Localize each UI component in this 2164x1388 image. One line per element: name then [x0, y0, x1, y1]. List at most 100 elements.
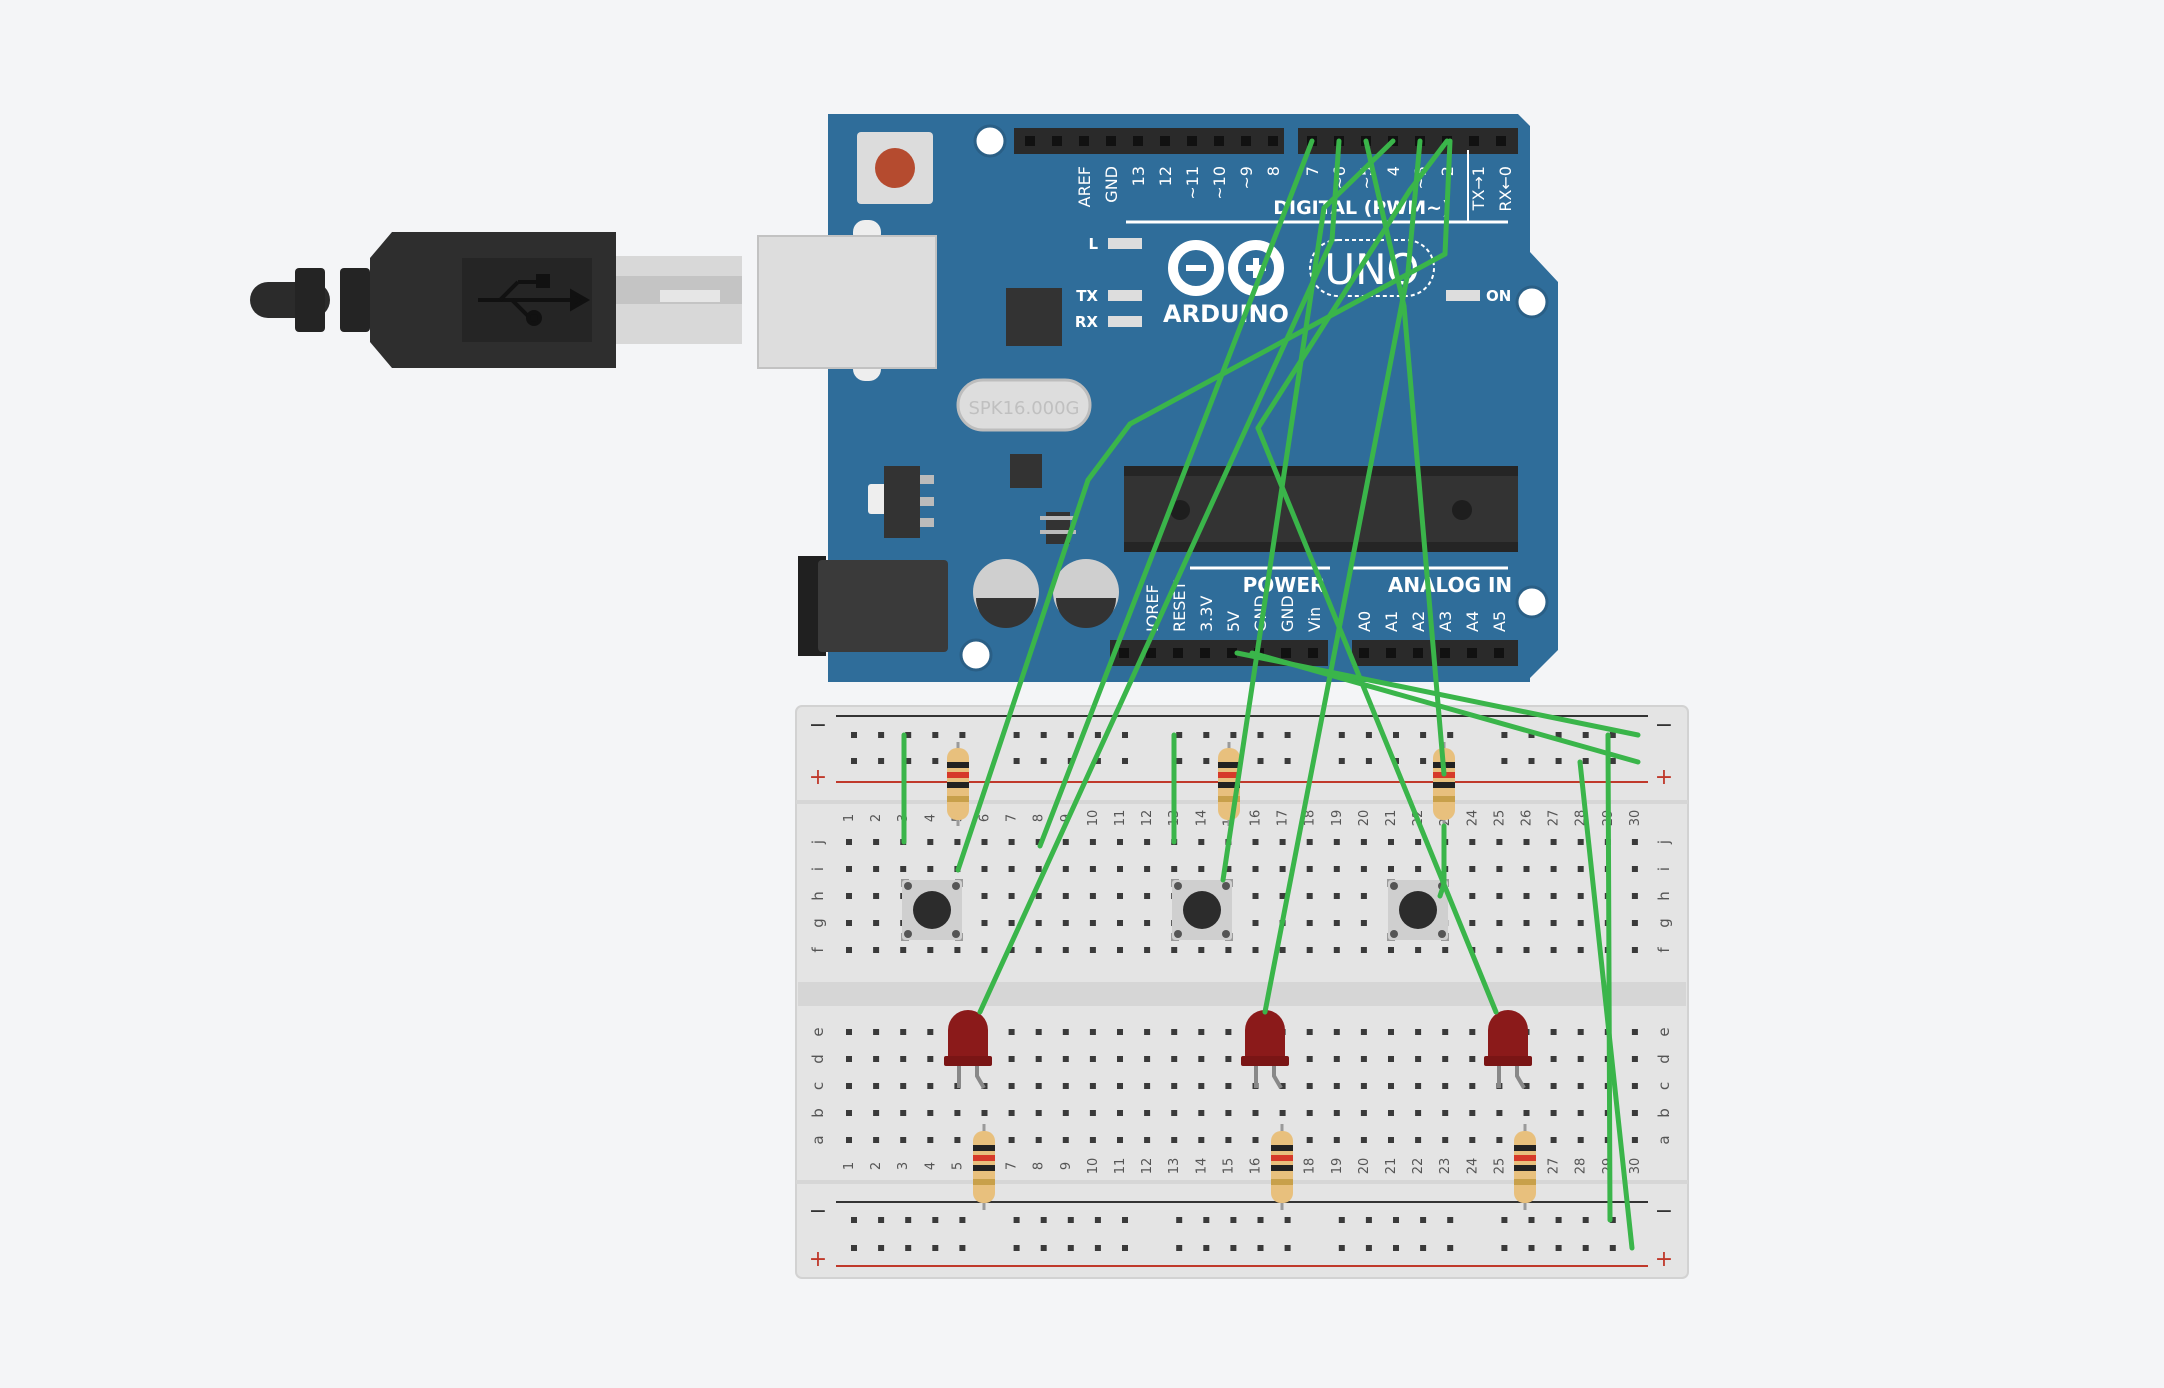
jumper-wire[interactable] [1437, 881, 1447, 899]
resistor[interactable] [973, 1124, 995, 1210]
header-pin-hole [1106, 136, 1116, 146]
usb-cable-ring [340, 268, 370, 332]
column-number: 18 [1303, 1158, 1318, 1175]
breadboard-hole [1338, 758, 1345, 764]
breadboard-hole [1062, 1056, 1069, 1062]
breadboard-hole [1365, 1245, 1372, 1251]
header-pin-hole [1386, 648, 1396, 658]
jumper-wire[interactable] [1329, 138, 1342, 243]
resistor[interactable] [1514, 1124, 1536, 1210]
capacitor [973, 559, 1039, 628]
breadboard-hole [878, 1245, 885, 1251]
breadboard-hole [1252, 920, 1259, 926]
resistor[interactable] [1271, 1124, 1293, 1210]
resistor[interactable] [947, 742, 969, 826]
breadboard-hole [1198, 866, 1205, 872]
jumper-wire[interactable] [1220, 205, 1327, 883]
jumper-wire[interactable] [1577, 759, 1635, 1251]
pushbutton[interactable] [1171, 879, 1233, 941]
jumper-wire[interactable] [955, 477, 1091, 873]
breadboard-hole [851, 1217, 857, 1223]
breadboard-hole [1198, 1029, 1205, 1035]
breadboard-hole [1035, 947, 1042, 953]
rail-minus-sign: − [809, 713, 827, 738]
breadboard-hole [1609, 1245, 1616, 1251]
breadboard-hole [905, 758, 912, 764]
breadboard-hole [1523, 866, 1530, 872]
column-number: 30 [1628, 1158, 1643, 1175]
column-number: 20 [1357, 810, 1372, 827]
breadboard-hole [1306, 1083, 1313, 1089]
column-number: 25 [1492, 1158, 1507, 1175]
header-pin-hole [1467, 648, 1477, 658]
jumper-wire[interactable] [1442, 138, 1453, 257]
breadboard-hole [1117, 1056, 1123, 1062]
jumper-wire[interactable] [1255, 187, 1413, 431]
breadboard-hole [873, 1137, 880, 1143]
breadboard-hole [1284, 1217, 1291, 1223]
column-number: 8 [1032, 1162, 1047, 1170]
breadboard-hole [1333, 947, 1340, 953]
breadboard-hole [1176, 1217, 1183, 1223]
breadboard-hole [1550, 893, 1557, 899]
breadboard-hole [1171, 1137, 1178, 1143]
red-led[interactable] [1241, 1010, 1289, 1090]
capacitor [1053, 559, 1119, 628]
pin-label: GND [1102, 166, 1121, 203]
indicator-l: L [1088, 235, 1142, 253]
breadboard-hole [927, 1029, 934, 1035]
breadboard-hole [1609, 758, 1616, 764]
breadboard-hole [1469, 1029, 1476, 1035]
breadboard-hole [1469, 866, 1476, 872]
row-letter: c [809, 1082, 827, 1090]
jumper-wire[interactable] [1405, 138, 1423, 275]
jumper-wire[interactable] [1255, 425, 1499, 1015]
pin-label: Vin [1305, 607, 1324, 632]
mounting-hole [1515, 285, 1549, 319]
column-number: 2 [869, 1162, 884, 1170]
breadboard-hole [1062, 947, 1069, 953]
jumper-wire[interactable] [1407, 138, 1450, 193]
breadboard-hole [1306, 866, 1313, 872]
jumper-wire[interactable] [1037, 138, 1315, 849]
breadboard-hole [1062, 866, 1069, 872]
breadboard-hole [959, 1217, 966, 1223]
breadboard-hole [1447, 1245, 1454, 1251]
jumper-wire[interactable] [1085, 421, 1133, 483]
jumper-wire[interactable] [1249, 650, 1641, 765]
breadboard-hole [1577, 839, 1584, 845]
breadboard-hole [927, 1137, 934, 1143]
breadboard-hole [1523, 947, 1530, 953]
rail-minus-sign: − [1655, 1199, 1673, 1224]
reset-button[interactable] [857, 132, 933, 204]
pushbutton[interactable] [1387, 879, 1449, 941]
breadboard-hole [1013, 1245, 1020, 1251]
usb-cable[interactable] [250, 232, 742, 368]
breadboard-hole [1442, 947, 1449, 953]
breadboard-hole [1631, 866, 1638, 872]
breadboard[interactable]: − + − + − + − + 123456789101112131415161… [795, 705, 1689, 1279]
breadboard-hole [1631, 893, 1638, 899]
red-led[interactable] [944, 1010, 992, 1090]
jumper-wire[interactable] [1605, 732, 1613, 1223]
breadboard-hole [873, 839, 880, 845]
red-led[interactable] [1484, 1010, 1532, 1090]
row-letter: b [809, 1108, 827, 1118]
jumper-wire[interactable] [1127, 251, 1448, 427]
breadboard-hole [900, 1056, 907, 1062]
breadboard-hole [1496, 866, 1503, 872]
breadboard-hole [1306, 893, 1313, 899]
breadboard-hole [1388, 1137, 1394, 1143]
pin-label: A4 [1463, 611, 1482, 632]
jumper-wire[interactable] [1321, 138, 1396, 211]
jumper-wire[interactable] [977, 237, 1335, 1015]
breadboard-hole [846, 866, 852, 872]
breadboard-hole [1089, 893, 1096, 899]
breadboard-hole [1203, 1217, 1210, 1223]
breadboard-hole [1582, 758, 1589, 764]
arduino-uno-board[interactable]: SPK16.000G L TX RX ON [757, 114, 1558, 682]
pushbutton[interactable] [901, 879, 963, 941]
leds [944, 1010, 1532, 1090]
jumper-wire[interactable] [1262, 269, 1411, 1015]
